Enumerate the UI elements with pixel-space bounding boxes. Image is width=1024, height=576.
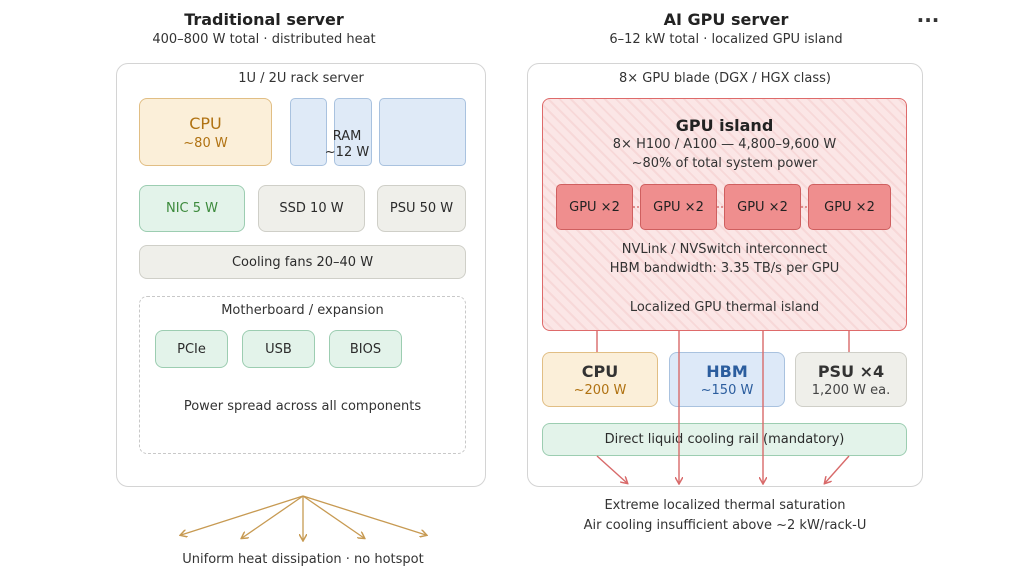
- liquid-cooling-rail: Direct liquid cooling rail (mandatory): [542, 423, 907, 456]
- gpu-pair-3-label: GPU ×2: [737, 199, 788, 215]
- motherboard-label: Motherboard / expansion: [221, 303, 384, 318]
- motherboard-area: [139, 296, 466, 454]
- hbm-box: HBM ~150 W: [669, 352, 785, 407]
- cpu-box: CPU ~80 W: [139, 98, 272, 166]
- right-psu-power: 1,200 W ea.: [811, 382, 891, 398]
- gpu-blade-panel: [527, 63, 923, 487]
- right-subtitle: 6–12 kW total · localized GPU island: [609, 32, 843, 47]
- ram-module-2: [334, 98, 372, 166]
- usb-label: USB: [265, 341, 292, 357]
- ssd-box: SSD 10 W: [258, 185, 365, 232]
- more-options-icon[interactable]: ···: [916, 8, 940, 32]
- liquid-cooling-label: Direct liquid cooling rail (mandatory): [604, 432, 845, 447]
- gpu-island-line1: 8× H100 / A100 — 4,800–9,600 W: [612, 137, 837, 152]
- left-subtitle: 400–800 W total · distributed heat: [152, 32, 376, 47]
- psu-label: PSU 50 W: [389, 201, 454, 216]
- ram-label: RAM: [332, 129, 362, 144]
- heat-arrow-1: [181, 495, 304, 535]
- psu-box: PSU 50 W: [377, 185, 466, 232]
- cpu-power: ~80 W: [183, 135, 228, 151]
- gpu-island-title: GPU island: [675, 116, 774, 135]
- ram-module-1: [290, 98, 327, 166]
- gpu-blade-label: 8× GPU blade (DGX / HGX class): [618, 71, 831, 86]
- rack-server-panel: [116, 63, 486, 487]
- gpu-island-line2: ~80% of total system power: [631, 156, 818, 171]
- gpu-pair-2-label: GPU ×2: [653, 199, 704, 215]
- ram-module-3: [379, 98, 466, 166]
- nic-box: NIC 5 W: [139, 185, 245, 232]
- heat-arrow-2: [242, 495, 304, 538]
- thermal-island-note: Localized GPU thermal island: [629, 300, 820, 315]
- bios-box: BIOS: [329, 330, 402, 368]
- pcie-label: PCIe: [177, 341, 206, 357]
- motherboard-note: Power spread across all components: [183, 399, 422, 414]
- left-footer: Uniform heat dissipation · no hotspot: [182, 552, 424, 567]
- cooling-fans-bar: Cooling fans 20–40 W: [139, 245, 466, 279]
- gpu-pair-1-label: GPU ×2: [569, 199, 620, 215]
- cooling-fans-label: Cooling fans 20–40 W: [231, 254, 374, 270]
- right-cpu-name: CPU: [581, 361, 619, 381]
- hbm-name: HBM: [706, 361, 748, 381]
- gpu-pair-2: GPU ×2: [640, 184, 717, 230]
- gpu-pair-3: GPU ×2: [724, 184, 801, 230]
- hbm-power: ~150 W: [700, 382, 754, 398]
- nic-label: NIC 5 W: [165, 201, 219, 216]
- bios-label: BIOS: [349, 341, 382, 357]
- ram-power: ~12 W: [324, 145, 370, 160]
- right-cpu-box: CPU ~200 W: [542, 352, 658, 407]
- usb-box: USB: [242, 330, 315, 368]
- right-cpu-power: ~200 W: [573, 382, 627, 398]
- right-footer-1: Extreme localized thermal saturation: [604, 498, 846, 513]
- rack-server-label: 1U / 2U rack server: [238, 71, 364, 86]
- heat-arrow-5: [302, 495, 426, 535]
- gpu-pair-4: GPU ×2: [808, 184, 891, 230]
- right-title: AI GPU server: [663, 10, 789, 29]
- right-psu-name: PSU ×4: [817, 361, 885, 381]
- right-psu-box: PSU ×4 1,200 W ea.: [795, 352, 907, 407]
- gpu-pair-1: GPU ×2: [556, 184, 633, 230]
- heat-arrow-4: [302, 495, 364, 538]
- hbm-bandwidth-label: HBM bandwidth: 3.35 TB/s per GPU: [609, 261, 840, 276]
- ssd-label: SSD 10 W: [279, 201, 344, 216]
- pcie-box: PCIe: [155, 330, 228, 368]
- gpu-pair-4-label: GPU ×2: [824, 199, 875, 215]
- right-footer-2: Air cooling insufficient above ~2 kW/rac…: [583, 518, 867, 533]
- cpu-name: CPU: [189, 113, 222, 133]
- interconnect-label: NVLink / NVSwitch interconnect: [621, 242, 828, 257]
- left-title: Traditional server: [184, 10, 344, 29]
